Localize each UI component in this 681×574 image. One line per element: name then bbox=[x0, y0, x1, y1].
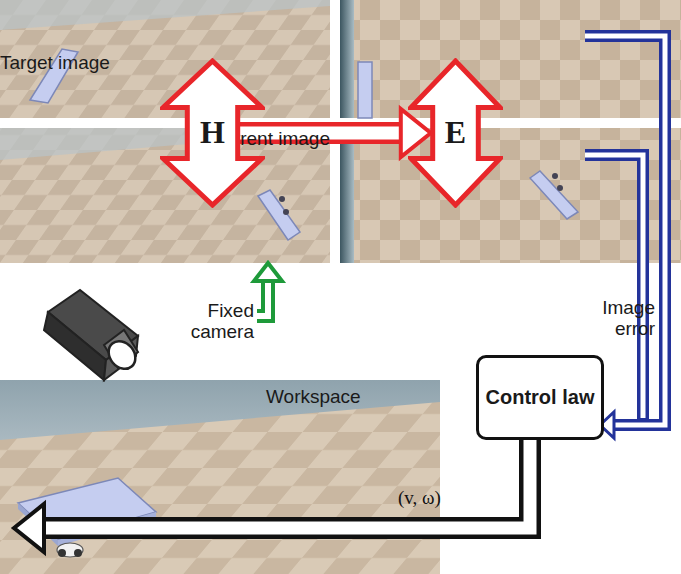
rectified-target-picture bbox=[340, 0, 681, 118]
arrow-outer bbox=[44, 440, 530, 528]
panel-label: Workspace bbox=[266, 386, 361, 407]
double-arrow-outline bbox=[411, 61, 500, 205]
rectification-arrow: E bbox=[408, 58, 503, 208]
camera-icon bbox=[44, 290, 141, 380]
image-panel: Current image bbox=[0, 128, 330, 263]
signal-label: Image error bbox=[575, 297, 655, 340]
workspace-picture bbox=[0, 380, 440, 574]
camera-label: Fixed camera bbox=[188, 300, 254, 348]
workspace-panel: Workspace bbox=[0, 380, 440, 574]
arrow-head bbox=[14, 504, 44, 552]
rectified-current-picture bbox=[340, 128, 681, 263]
arrow-head bbox=[254, 263, 282, 281]
robot bbox=[57, 543, 83, 557]
process-box: Control law bbox=[476, 355, 604, 440]
image-panel: Target image bbox=[0, 0, 330, 118]
panel-label: Fixed camera bbox=[188, 300, 254, 343]
arrow-outer bbox=[257, 281, 268, 316]
arrow-inner bbox=[257, 281, 268, 316]
matrix-symbol: H bbox=[200, 115, 225, 151]
target-image-picture bbox=[0, 0, 330, 118]
arrow-head bbox=[401, 109, 431, 157]
edge-label: (v, ω) bbox=[398, 487, 441, 509]
matrix-symbol: E bbox=[445, 115, 466, 151]
homography-arrow: H bbox=[160, 58, 265, 208]
hollow-arrow bbox=[254, 263, 282, 316]
box-label: Control law bbox=[486, 386, 595, 408]
arrow-inner bbox=[44, 440, 530, 528]
double-arrow-outline bbox=[163, 61, 262, 205]
panel-label: Target image bbox=[0, 52, 110, 73]
hollow-arrow bbox=[14, 440, 530, 552]
current-image-picture bbox=[0, 128, 330, 263]
